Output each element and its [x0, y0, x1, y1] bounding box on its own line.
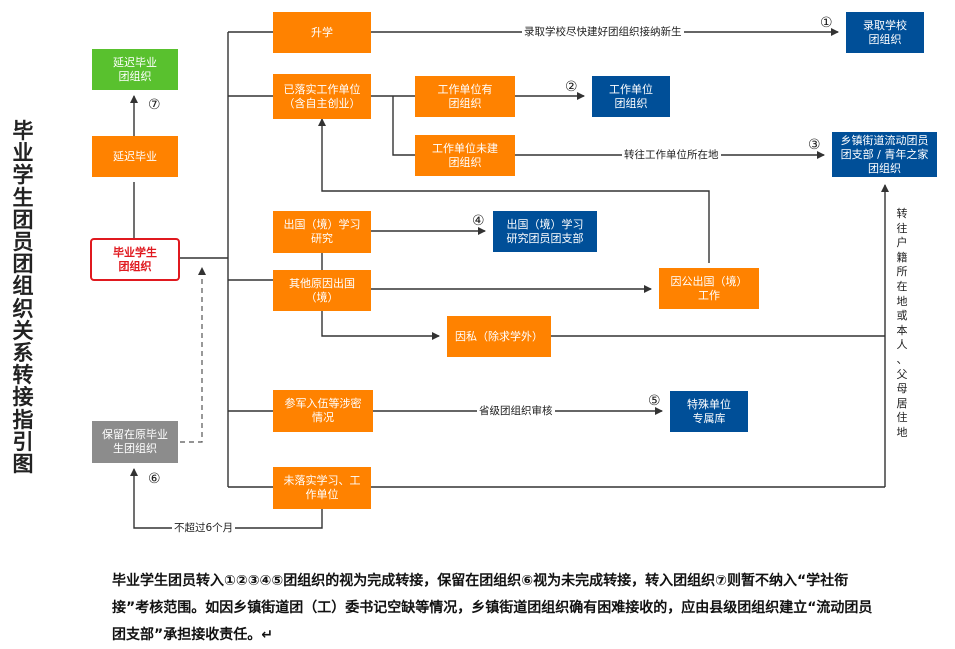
box-danwei-tuanzuzhi: 工作单位 团组织 [592, 76, 670, 117]
number-2: ② [565, 79, 578, 95]
number-7: ⑦ [148, 97, 161, 113]
title-char: 织 [12, 296, 34, 321]
title-char: 组 [12, 274, 34, 299]
box-chuguo-tuanzhibu: 出国（境）学习 研究团员团支部 [493, 211, 597, 252]
title-char: 学 [12, 163, 34, 188]
title-char: 员 [12, 230, 34, 255]
label-zhuanwang-danwei: 转往工作单位所在地 [622, 149, 721, 162]
label-buchao-6-yue: 不超过6个月 [172, 522, 236, 535]
number-3: ③ [808, 137, 821, 153]
box-yanchi-tuanzuzhi: 延迟毕业 团组织 [92, 49, 178, 90]
title-char: 转 [12, 363, 34, 388]
label-shengji-shenhe: 省级团组织审核 [477, 405, 555, 418]
title-char: 团 [12, 207, 34, 232]
title-char: 接 [12, 385, 34, 410]
box-baoliu: 保留在原毕业 生团组织 [92, 421, 178, 463]
page-title: 毕业学生团员团组织关系转接指引图 [8, 120, 38, 475]
label-zhuanwang-huji: 转 往 户 籍 所 在 地 或 本 人 、 父 母 居 住 地 [896, 207, 908, 439]
box-danwei-you-tuan: 工作单位有 团组织 [415, 76, 515, 117]
label-luqu-line: 录取学校尽快建好团组织接纳新生 [522, 26, 684, 39]
title-char: 业 [12, 141, 34, 166]
title-char: 指 [12, 407, 34, 432]
box-xiangzhen-tuanzhibu: 乡镇街道流动团员 团支部 / 青年之家 团组织 [832, 132, 937, 177]
footnote-text: 毕业学生团员转入①②③④⑤团组织的视为完成转接，保留在团组织⑥视为未完成转接，转… [112, 573, 873, 643]
title-char: 团 [12, 252, 34, 277]
title-char: 生 [12, 185, 34, 210]
box-teshu-danwei: 特殊单位 专属库 [670, 391, 748, 432]
box-biye-xuesheng: 毕业学生 团组织 [90, 238, 180, 281]
number-1: ① [820, 15, 833, 31]
number-5: ⑤ [648, 393, 661, 409]
box-chuguo-xuexi: 出国（境）学习 研究 [273, 211, 371, 253]
title-char: 关 [12, 318, 34, 343]
number-6: ⑥ [148, 471, 161, 487]
title-char: 引 [12, 429, 34, 454]
number-4: ④ [472, 213, 485, 229]
title-char: 毕 [12, 119, 34, 143]
title-char: 图 [12, 452, 34, 477]
box-yanchi-biye: 延迟毕业 [92, 136, 178, 177]
box-weiluoshi: 未落实学习、工 作单位 [273, 467, 371, 509]
box-yiluoshi-danwei: 已落实工作单位 （含自主创业） [273, 74, 371, 119]
box-qita-chuguo: 其他原因出国 （境） [273, 270, 371, 311]
title-char: 系 [12, 341, 34, 366]
box-shengxue: 升学 [273, 12, 371, 53]
box-yinsi: 因私（除求学外） [447, 316, 551, 357]
box-yingong-chuguo: 因公出国（境） 工作 [659, 268, 759, 309]
box-luqu-xuexiao: 录取学校 团组织 [846, 12, 924, 53]
box-canjun: 参军入伍等涉密 情况 [273, 390, 373, 432]
box-danwei-weijian: 工作单位未建 团组织 [415, 135, 515, 176]
